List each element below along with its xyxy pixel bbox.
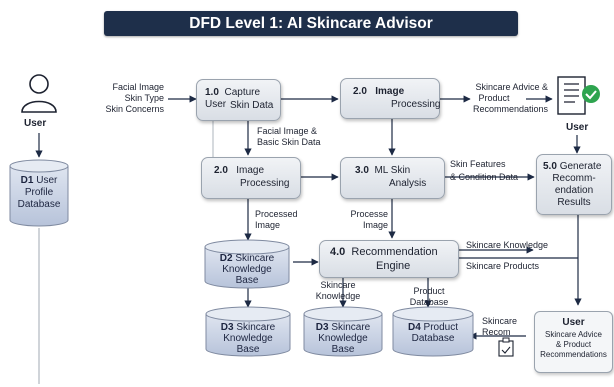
flow-processe-line-2: Image — [362, 220, 388, 230]
user-right-label: User — [566, 122, 589, 133]
process-1-line-1: Capture User — [205, 87, 261, 110]
flow-processe-line-1: Processe — [350, 209, 388, 219]
process-2a-line-1: Image — [375, 86, 405, 97]
flow-output-line-1: Skincare Advice & — [475, 82, 548, 92]
store-d3a-line-3: Base — [236, 344, 260, 355]
process-5-num: 5.0 — [543, 161, 557, 172]
process-1-line-2: Skin Data — [230, 100, 274, 111]
store-d1-line-3: Database — [17, 199, 61, 210]
diagram-title: DFD Level 1: AI Skincare Advisor — [104, 11, 518, 36]
process-4-line-2: Engine — [376, 260, 411, 272]
process-3-line-1: ML Skin — [374, 165, 411, 176]
process-1-capture[interactable]: 1.0 Capture User Skin Data — [196, 79, 281, 121]
process-4-engine[interactable]: 4.0 Recommendation Engine — [319, 240, 459, 278]
clipboard-icon — [498, 337, 514, 357]
store-d4-line-2: Database — [411, 333, 455, 344]
store-d4-label: D4 Product Database — [393, 322, 473, 344]
store-d3a-line-2: Knowledge — [223, 333, 273, 344]
process-5-line-3: endation — [554, 185, 594, 196]
store-d3b-label: D3 Skincare Knowledge Base — [304, 322, 382, 355]
store-d3a-label: D3 Skincare Knowledge Base — [206, 322, 290, 355]
store-d3b-line-2: Knowledge — [318, 333, 368, 344]
flow-label-skincare-products: Skincare Products — [466, 261, 540, 271]
flow-inputs-line-1: Facial Image — [112, 82, 164, 92]
store-d3b-shape — [303, 306, 383, 357]
user-box-line-1: Skincare Advice — [545, 330, 602, 339]
user-box-line-2: & Product — [555, 340, 592, 349]
process-2a-num: 2.0 — [353, 86, 367, 97]
flow-facial-basic-line-2: Basic Skin Data — [257, 137, 321, 147]
store-d3a-line-1: Skincare — [236, 322, 276, 333]
store-d4-id: D4 — [407, 322, 421, 333]
process-2b-num: 2.0 — [214, 165, 228, 176]
flow-inputs-line-2: Skin Type — [124, 93, 164, 103]
flow-recom-line-2: Recom — [482, 327, 511, 337]
process-1-num: 1.0 — [205, 87, 219, 98]
store-d4-line-1: Product — [423, 322, 459, 333]
user-icon-left — [21, 74, 57, 113]
store-d1-line-1: User — [36, 175, 58, 186]
flow-label-skincare-recom: Skincare Recom — [482, 316, 517, 338]
document-check-icon — [557, 76, 600, 115]
flow-skin-features-line-1: Skin Features — [450, 159, 506, 169]
flows — [168, 95, 582, 340]
store-d3a-shape — [205, 306, 291, 357]
flow-label-inputs: Facial Image Skin Type Skin Concerns — [96, 82, 164, 115]
flow-label-skincare-knowledge-down: Skincare Knowledge — [308, 280, 368, 302]
user-left-label: User — [24, 118, 47, 129]
store-d1-shape — [9, 159, 69, 227]
store-d3b-line-3: Base — [331, 344, 355, 355]
store-d3b-line-1: Skincare — [331, 322, 371, 333]
process-3-num: 3.0 — [355, 165, 369, 176]
process-3-line-2: Analysis — [389, 178, 427, 189]
store-d1-line-2: Profile — [24, 187, 54, 198]
process-5-line-4: Results — [557, 197, 591, 208]
user-box-line-3: Recommendations — [540, 350, 607, 359]
flow-knowledge-down-line-2: Knowledge — [315, 291, 361, 301]
process-2a-line-2: Processing — [391, 99, 441, 110]
store-d2-line-3: Base — [235, 275, 259, 286]
flow-label-output-advice: Skincare Advice & Product Recommendation… — [460, 82, 548, 115]
store-d1-id: D1 — [20, 175, 34, 186]
user-output-box[interactable]: User Skincare Advice & Product Recommend… — [534, 311, 613, 373]
user-box-title: User — [562, 317, 585, 328]
process-5-line-2: Recomm- — [552, 173, 596, 184]
process-2b-image[interactable]: 2.0 Image Processing — [201, 157, 301, 199]
flow-output-line-2: Product — [478, 93, 510, 103]
store-d4-shape — [392, 306, 474, 357]
process-2b-line-1: Image — [236, 165, 265, 176]
store-d2-label: D2 Skincare Knowledge Base — [205, 253, 289, 286]
flow-label-facial-basic: Facial Image & Basic Skin Data — [257, 126, 321, 148]
flow-knowledge-down-line-1: Skincare — [320, 280, 356, 290]
store-d2-line-2: Knowledge — [222, 264, 272, 275]
store-d1-label: D1 User Profile Database — [10, 175, 68, 211]
flow-label-skin-features: Skin Features & Condition Data — [450, 159, 518, 183]
flow-label-processe-image: Processe Image — [344, 209, 388, 231]
flow-label-product-database: Product Database — [401, 286, 457, 308]
flow-product-db-line-2: Database — [409, 297, 449, 307]
flow-processed-line-2: Image — [255, 220, 281, 230]
flow-output-line-3: Recommendations — [472, 104, 548, 114]
process-5-generate[interactable]: 5.0 Generate Recomm- endation Results — [536, 154, 612, 215]
flow-facial-basic-line-1: Facial Image & — [257, 126, 318, 136]
flow-inputs-line-3: Skin Concerns — [105, 104, 164, 114]
flow-skin-features-line-2: & Condition Data — [450, 172, 519, 182]
flow-label-processed-image: Processed Image — [255, 209, 298, 231]
store-d2-line-1: Skincare — [235, 253, 275, 264]
flow-product-db-line-1: Product — [413, 286, 445, 296]
process-4-line-1: Recommendation — [351, 246, 438, 258]
process-2a-image[interactable]: 2.0 Image Processing — [340, 78, 440, 119]
process-5-line-1: Generate — [559, 161, 602, 172]
process-4-num: 4.0 — [330, 246, 346, 258]
flow-label-skincare-knowledge: Skincare Knowledge — [466, 240, 549, 250]
store-d2-shape — [204, 239, 290, 289]
flow-recom-line-1: Skincare — [482, 316, 518, 326]
store-d3b-id: D3 — [315, 322, 329, 333]
process-2b-line-2: Processing — [240, 178, 290, 189]
process-3-ml[interactable]: 3.0 ML Skin Analysis — [340, 157, 445, 199]
flow-processed-line-1: Processed — [255, 209, 298, 219]
store-d2-id: D2 — [219, 253, 233, 264]
store-d3a-id: D3 — [220, 322, 234, 333]
